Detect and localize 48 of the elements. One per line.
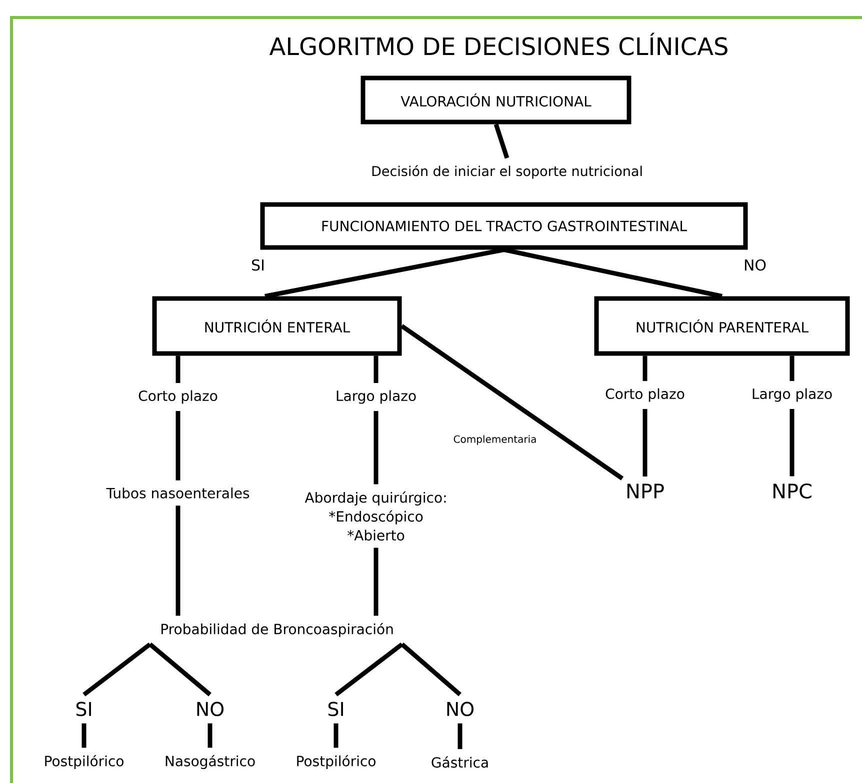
step-text: Corto plazo: [138, 390, 218, 404]
edge-label: SI: [250, 258, 266, 272]
connector-line: [208, 723, 212, 748]
connector-line: [642, 408, 648, 476]
process-box: FUNCIONAMIENTO DEL TRACTO GASTROINTESTINAL: [260, 202, 748, 250]
connector-line: [400, 642, 462, 696]
process-box: NUTRICIÓN PARENTERAL: [594, 296, 850, 356]
edge-label: NO: [742, 258, 768, 272]
connector-line: [82, 723, 86, 748]
connector-line: [334, 723, 338, 748]
connector-line: [374, 548, 378, 616]
connector-line: [264, 248, 504, 298]
connector-line: [176, 356, 180, 384]
connector-line: [400, 324, 624, 480]
connector-line: [458, 723, 462, 750]
connector-line: [494, 124, 510, 159]
step-text: Largo plazo: [336, 390, 416, 404]
step-text: Decisión de iniciar el soporte nutricional: [372, 165, 642, 179]
step-text: Tubos nasoenterales: [106, 488, 250, 498]
step-text: Nasogástrico: [166, 754, 255, 770]
step-text: NPC: [773, 483, 812, 499]
step-text: NO: [447, 702, 474, 716]
step-text: Abordaje quirúrgico: *Endoscópico *Abierto: [304, 491, 446, 541]
connector-line: [790, 356, 794, 382]
edge-label: Complementaria: [452, 434, 538, 446]
step-text: Largo plazo: [752, 388, 832, 402]
connector-line: [176, 506, 180, 616]
title: ALGORITMO DE DECISIONES CLÍNICAS: [269, 32, 728, 56]
step-text: SI: [76, 702, 91, 716]
step-text: Gástrica: [432, 756, 488, 768]
process-box: NUTRICIÓN ENTERAL: [152, 296, 402, 356]
connector-line: [374, 410, 378, 484]
step-text: Corto plazo: [606, 388, 684, 402]
step-text: SI: [328, 702, 343, 716]
connector-line: [642, 356, 648, 382]
connector-line: [504, 248, 722, 298]
connector-line: [148, 642, 212, 696]
step-text: Probabilidad de Broncoaspiración: [162, 622, 393, 638]
connector-line: [374, 356, 378, 384]
step-text: NPP: [627, 484, 664, 498]
connector-line: [176, 410, 180, 480]
connector-line: [334, 642, 404, 696]
step-text: Postpilórico: [297, 754, 376, 770]
connector-line: [790, 408, 794, 476]
connector-line: [82, 642, 152, 696]
step-text: Postpilórico: [45, 754, 124, 770]
step-text: NO: [197, 702, 224, 716]
process-box: VALORACIÓN NUTRICIONAL: [360, 76, 632, 124]
